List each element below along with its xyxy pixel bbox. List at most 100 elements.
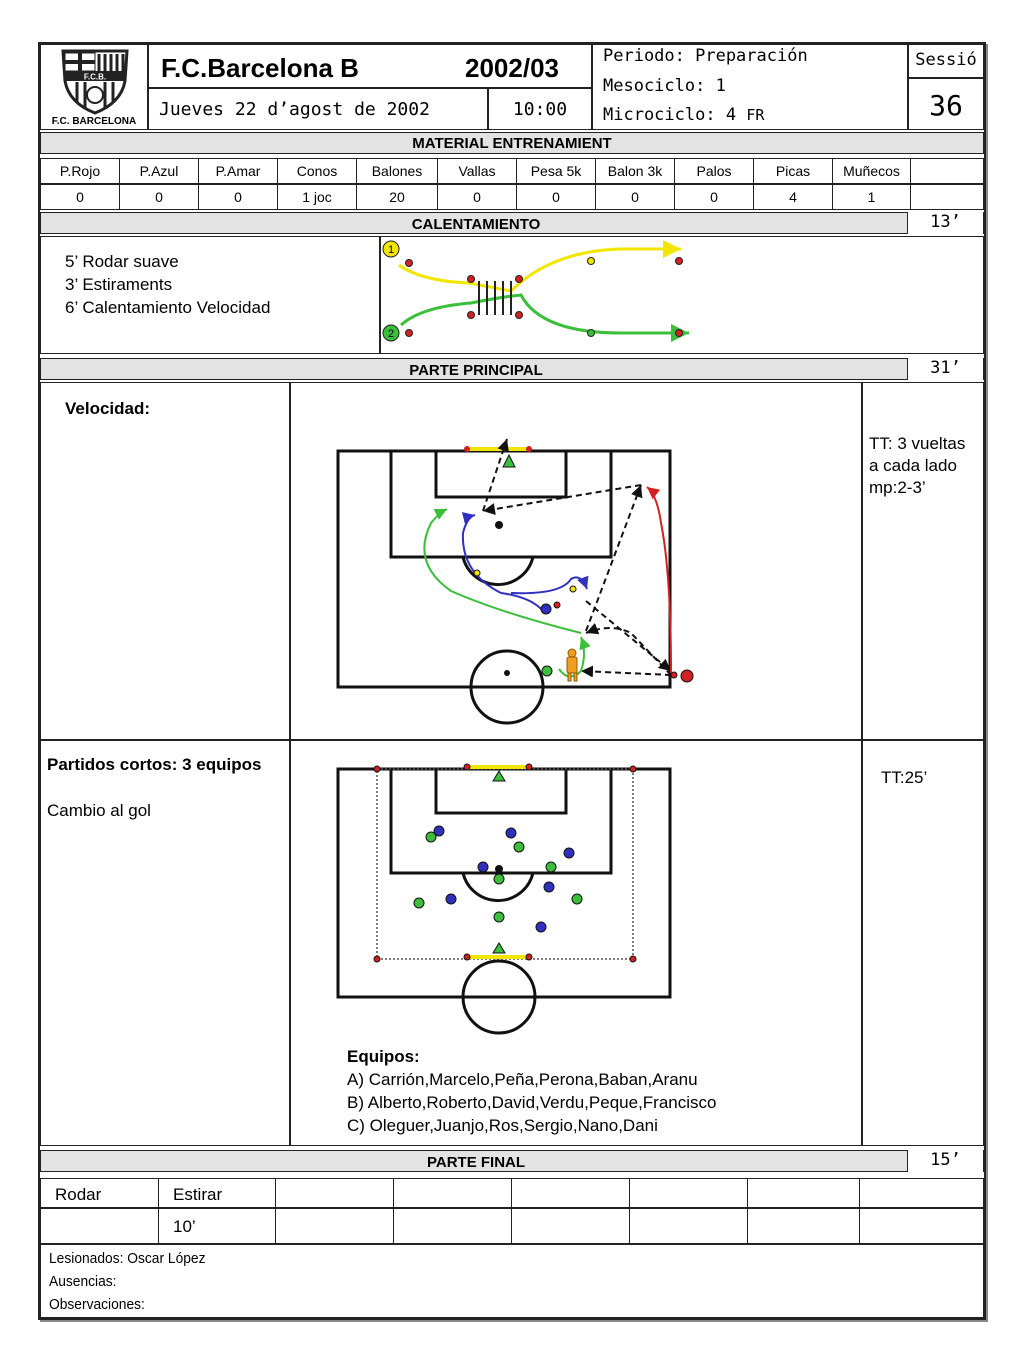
green-run-path: [399, 293, 689, 342]
material-value-cell: 0: [517, 185, 596, 209]
material-header-cell: Balon 3k: [596, 159, 675, 183]
exercise1-note-line: mp:2-3’: [869, 478, 926, 497]
final-bar: PARTE FINAL 15’: [40, 1150, 984, 1172]
svg-text:2: 2: [388, 328, 394, 340]
goal-post-icon: [526, 446, 532, 452]
material-value-cell: [911, 185, 985, 209]
final-grid-divider: [629, 1178, 630, 1244]
material-header-cell: Balones: [357, 159, 438, 183]
marker-icon: [587, 257, 595, 265]
cone-icon: [675, 257, 683, 265]
player-icon: [425, 831, 437, 843]
microciclo: Microciclo: 4 FR: [603, 105, 765, 125]
material-header-cell: Palos: [675, 159, 754, 183]
blue-run-path: [461, 512, 544, 612]
hurdle-icon: [478, 281, 512, 315]
material-value-cell: 1 joc: [278, 185, 357, 209]
exercise2-note: TT:25’: [881, 768, 928, 787]
mesociclo: Mesociclo: 1: [603, 76, 726, 96]
goalkeeper-icon: [492, 770, 506, 782]
cone-icon: [553, 601, 561, 609]
material-header-cell: [911, 159, 985, 183]
warmup-line: 3’ Estiraments: [65, 275, 173, 294]
player-icon: [445, 893, 457, 905]
material-bar: MATERIAL ENTRENAMIENT: [40, 132, 984, 154]
cone-icon: [670, 671, 678, 679]
exercise1-note-cell: TT: 3 vueltas a cada lado mp:2-3’: [862, 382, 984, 740]
cone-icon: [675, 329, 683, 337]
equipos-title: Equipos:: [347, 1047, 420, 1066]
material-value-cell: 0: [199, 185, 278, 209]
exercise1-diagram-cell: [290, 382, 862, 740]
material-header-cell: P.Amar: [199, 159, 278, 183]
final-grid-divider: [511, 1178, 512, 1244]
material-value-cell: 0: [675, 185, 754, 209]
player-icon: [541, 665, 553, 677]
material-header-cell: Picas: [754, 159, 833, 183]
final-col1-label: Rodar: [55, 1185, 102, 1204]
club-label: F.C. BARCELONA: [51, 116, 137, 127]
final-grid-divider: [275, 1178, 276, 1244]
cone-icon: [629, 765, 637, 773]
material-header-cell: P.Rojo: [41, 159, 120, 183]
material-header-cell: Pesa 5k: [517, 159, 596, 183]
material-title: MATERIAL ENTRENAMIENT: [412, 135, 612, 152]
periodo: Periodo: Preparación: [603, 46, 808, 66]
cone-icon: [405, 329, 413, 337]
goal-post-icon: [464, 446, 470, 452]
ausencias: Ausencias:: [49, 1273, 117, 1290]
principal-minutes: 31’: [907, 358, 983, 380]
warmup-line: 5’ Rodar suave: [65, 252, 179, 271]
cone-icon: [515, 275, 523, 283]
calentamiento-bar: CALENTAMIENTO 13’: [40, 212, 984, 234]
exercise1-title: Velocidad:: [65, 399, 151, 418]
goalkeeper-icon: [502, 453, 516, 468]
final-col2-label: Estirar: [173, 1185, 223, 1204]
material-value-cell: 1: [833, 185, 911, 209]
warmup-line: 6’ Calentamiento Velocidad: [65, 298, 271, 317]
equipo-line: C) Oleguer,Juanjo,Ros,Sergio,Nano,Dani: [347, 1116, 658, 1135]
player-icon: [545, 861, 557, 873]
material-header-cell: P.Azul: [120, 159, 199, 183]
material-header-cell: Vallas: [438, 159, 517, 183]
final-grid-divider: [747, 1178, 748, 1244]
ball-icon: [473, 569, 481, 577]
cycle-cell: Periodo: Preparación Mesociclo: 1 Microc…: [592, 44, 908, 130]
sessio-label-cell: Sessió: [908, 44, 984, 78]
exercise2-text-cell: Partidos cortos: 3 equipos Cambio al gol: [40, 740, 290, 1146]
blue-run-path: [510, 575, 589, 595]
sessio-number-cell: 36: [908, 78, 984, 130]
cone-icon: [515, 311, 523, 319]
green-run-path: [558, 636, 591, 678]
equipo-line: B) Alberto,Roberto,David,Verdu,Peque,Fra…: [347, 1093, 717, 1112]
season: 2002/03: [465, 53, 559, 83]
material-header-cell: Conos: [278, 159, 357, 183]
player-icon: [493, 911, 505, 923]
final-col2-value: 10’: [173, 1217, 196, 1236]
playing-area: [376, 768, 634, 960]
mannequin-icon: [566, 648, 578, 682]
calentamiento-title: CALENTAMIENTO: [411, 216, 541, 233]
player-icon: [433, 825, 445, 837]
principal-bar: PARTE PRINCIPAL 31’: [40, 358, 984, 380]
calentamiento-minutes: 13’: [907, 212, 983, 234]
player-icon: [493, 873, 505, 885]
final-grid-divider: [859, 1178, 860, 1244]
final-grid-divider: [158, 1178, 159, 1244]
player-icon: [513, 841, 525, 853]
final-row-1: Rodar Estirar: [40, 1178, 984, 1208]
exercise1-text-cell: Velocidad:: [40, 382, 290, 740]
group-1-icon: 1: [382, 240, 400, 258]
final-row-2: 10’: [40, 1208, 984, 1244]
material-value-cell: 0: [438, 185, 517, 209]
player-icon: [413, 897, 425, 909]
exercise2-diagram-cell: Equipos: A) Carrión,Marcelo,Peña,Perona,…: [290, 740, 862, 1146]
exercise1-note-line: a cada lado: [869, 456, 957, 475]
goalkeeper-icon: [492, 942, 506, 954]
calentamiento-diagram-cell: 1 2: [380, 236, 984, 354]
calentamiento-text-cell: 5’ Rodar suave 3’ Estiraments 6’ Calenta…: [40, 236, 380, 354]
cone-icon: [467, 275, 475, 283]
microciclo-code: FR: [746, 106, 765, 124]
